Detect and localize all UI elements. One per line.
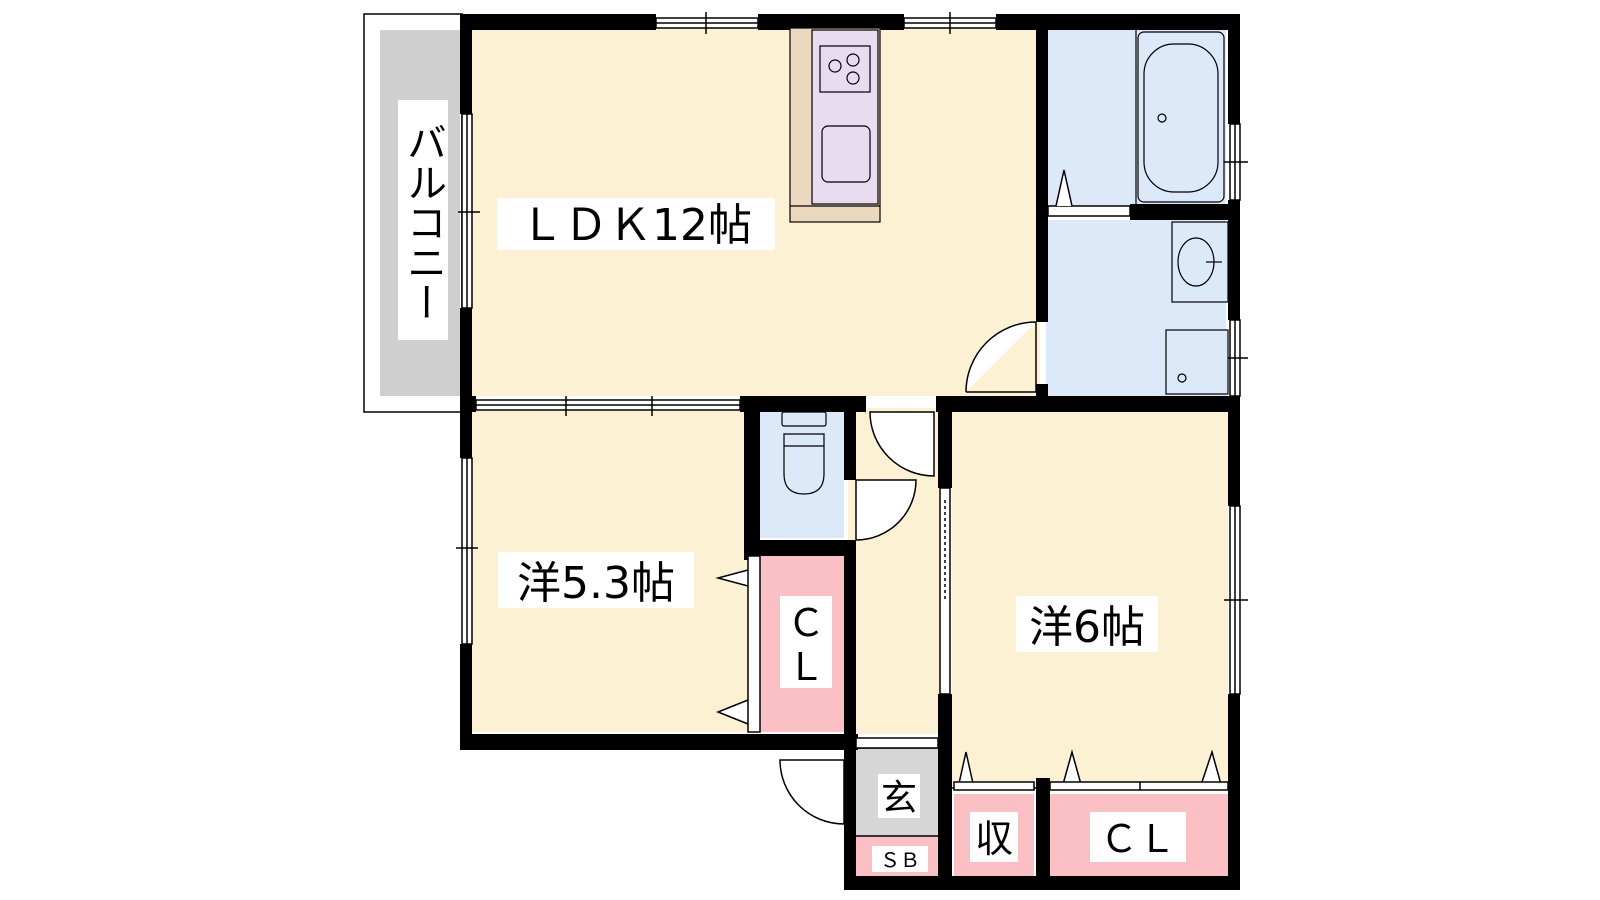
western-a-label: 洋5.3帖: [517, 558, 675, 609]
storage-label: 収: [975, 817, 1013, 861]
stove-burner-icon: [846, 71, 860, 85]
bathtub-icon: [1135, 30, 1225, 204]
closet-b-label: ＣＬ: [1100, 817, 1176, 861]
sink-icon: [821, 125, 871, 183]
toilet-icon: [781, 411, 827, 495]
entrance-label: 玄: [881, 778, 917, 819]
stove-burner-icon: [828, 59, 842, 73]
stove-burner-icon: [846, 53, 860, 67]
walls: [460, 14, 1240, 890]
closet-a-label-c: Ｃ: [787, 601, 825, 645]
balcony-label: バルコニー: [400, 122, 446, 322]
ldk-label: ＬＤＫ12帖: [520, 200, 752, 251]
windows: [456, 12, 1248, 695]
closet-a-label-l: Ｌ: [787, 645, 825, 689]
washing-machine-icon: [1165, 329, 1229, 395]
shoebox-label: ＳＢ: [880, 848, 920, 872]
kitchen-counter: [789, 27, 881, 223]
doors: [715, 169, 1229, 825]
washbasin-icon: [1171, 221, 1229, 303]
western-b-label: 洋6帖: [1029, 602, 1145, 653]
room-labels: ＬＤＫ12帖 洋5.3帖 洋6帖 バルコニー Ｃ Ｌ ＣＬ 収 玄 ＳＢ: [398, 100, 1186, 872]
